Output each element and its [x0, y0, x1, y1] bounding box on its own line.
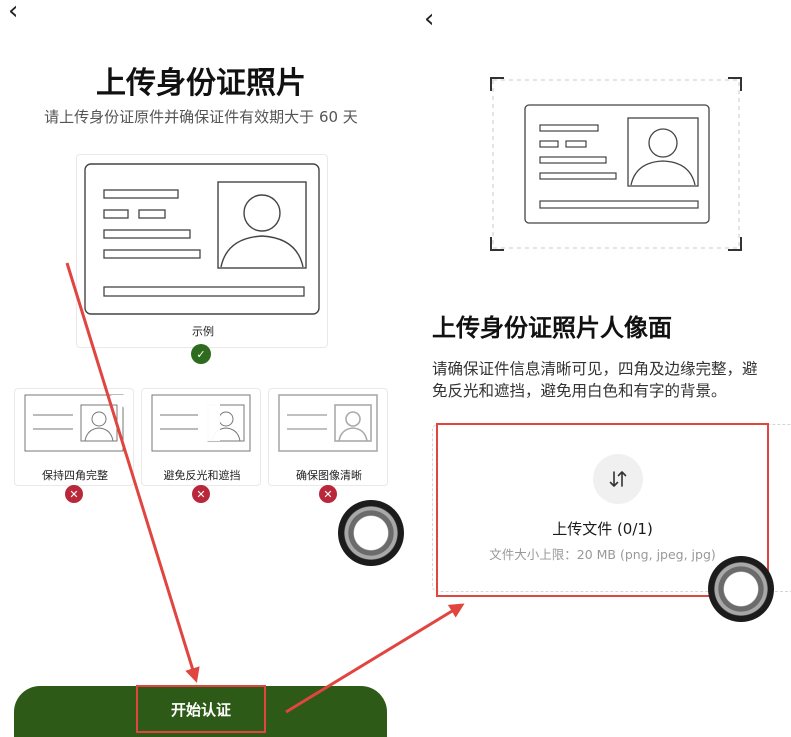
bad-example-caption: 保持四角完整 [42, 469, 108, 482]
check-icon: ✓ [191, 344, 211, 364]
description-line: 免反光和遮挡，避免用白色和有字的背景。 [432, 382, 727, 400]
floating-assistant-icon[interactable] [338, 500, 404, 566]
error-icon: ✕ [192, 485, 210, 503]
id-card-glare-illustration [151, 394, 251, 452]
id-card-example-illustration [84, 163, 320, 315]
id-card-blur-illustration [278, 394, 378, 452]
section-title: 上传身份证照片人像面 [432, 314, 672, 342]
start-verification-label[interactable]: 开始认证 [136, 685, 266, 733]
error-icon: ✕ [319, 485, 337, 503]
upload-highlight-frame [436, 423, 769, 597]
upload-swap-icon[interactable] [593, 454, 643, 504]
example-card: 示例 [76, 154, 328, 348]
bad-example-caption: 确保图像清晰 [296, 469, 362, 482]
id-card-frame-illustration [490, 77, 742, 251]
upload-size-limit: 文件大小上限：20 MB (png, jpeg, jpg) [489, 547, 716, 562]
example-caption: 示例 [192, 325, 214, 338]
description-line: 请确保证件信息清晰可见，四角及边缘完整，避 [432, 360, 758, 378]
page-subtitle: 请上传身份证原件并确保证件有效期大于 60 天 [44, 108, 358, 126]
back-icon[interactable]: ‹ [424, 4, 435, 34]
back-icon[interactable]: ‹ [8, 0, 19, 26]
page-title: 上传身份证照片 [96, 66, 306, 101]
section-description: 请确保证件信息清晰可见，四角及边缘完整，避 免反光和遮挡，避免用白色和有字的背景… [432, 358, 791, 402]
bad-example-caption: 避免反光和遮挡 [163, 469, 241, 482]
floating-assistant-icon[interactable] [708, 556, 774, 622]
start-verification-button[interactable] [14, 686, 387, 737]
id-card-cropped-illustration [24, 394, 125, 452]
upload-title: 上传文件 (0/1) [552, 520, 653, 538]
bad-example-corners: 保持四角完整 [14, 388, 134, 486]
bad-example-glare: 避免反光和遮挡 [141, 388, 261, 486]
error-icon: ✕ [65, 485, 83, 503]
